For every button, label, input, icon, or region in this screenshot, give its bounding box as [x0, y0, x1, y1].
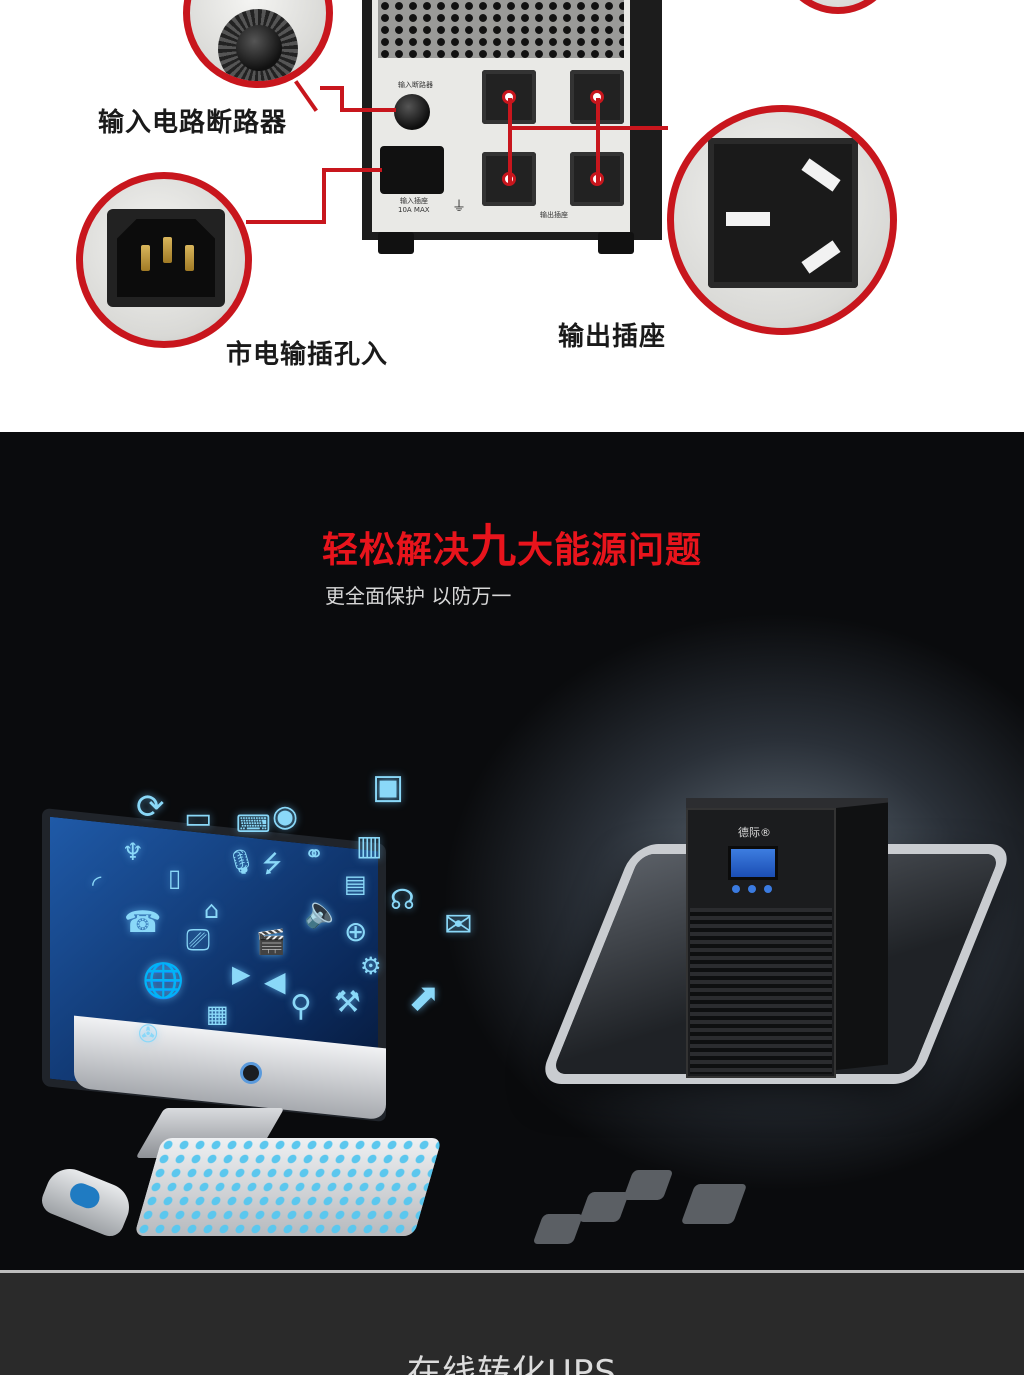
zoom-ac-inlet — [76, 172, 252, 348]
gear-icon: ⚙ — [360, 952, 382, 980]
leader-outlet-a — [508, 98, 512, 184]
label-output-socket: 输出插座 — [558, 322, 667, 352]
mail-icon: ✉ — [444, 905, 473, 945]
zoom-output-socket — [667, 105, 897, 335]
subline: 更全面保护 以防万一 — [325, 584, 512, 608]
ground-icon: ⏚ — [452, 199, 466, 215]
leader-breaker-b — [340, 86, 344, 110]
leader-outlet-b — [596, 98, 600, 184]
rear-ac-inlet — [380, 146, 444, 194]
search-icon: ⚲ — [290, 989, 312, 1024]
leader-outlet-c — [508, 126, 668, 130]
leader-breaker-c — [340, 108, 396, 112]
speaker-icon: 🔈 — [304, 895, 342, 930]
rear-panel-section: 输入断路器 输入插座 10A MAX 输出插座 ⏚ 输入电路断路器 市电输插孔入… — [0, 0, 1024, 432]
play-icon: ◀ — [264, 965, 286, 998]
ups-button-2 — [748, 885, 756, 893]
zoom-breaker-knob — [183, 0, 333, 88]
breaker-tag: 输入断路器 — [398, 81, 433, 89]
inlet-tag: 输入插座 — [400, 197, 428, 205]
energy-problems-section: 轻松解决九大能源问题 更全面保护 以防万一 德际® ⟳ ▭ ⌨ ◉ ▣ ♆ ▯ … — [0, 432, 1024, 1270]
section-title: 在线转化UPS — [407, 1353, 617, 1375]
leader-inlet-a — [322, 168, 382, 172]
headline: 轻松解决九大能源问题 — [0, 510, 1024, 576]
board-pad — [680, 1184, 748, 1224]
home-icon: ⌂ — [204, 896, 220, 924]
ups-tower-side — [836, 802, 888, 1070]
leader-inlet-c — [246, 220, 326, 224]
board-pad — [622, 1170, 674, 1200]
ups-front-grill — [690, 908, 832, 1074]
network-icon: ⚭ — [304, 840, 325, 868]
leader-inlet-b — [322, 168, 326, 224]
gamepad-icon: ⎚ — [186, 923, 210, 958]
power-icon — [240, 1062, 262, 1084]
label-input-breaker: 输入电路断路器 — [98, 108, 288, 138]
inlet-rating: 10A MAX — [398, 206, 430, 214]
board-pad — [578, 1192, 630, 1222]
play-icon: ▶ — [232, 960, 251, 988]
tools-icon: ⚒ — [334, 985, 361, 1020]
ups-foot-left — [378, 232, 414, 254]
sd-card-icon: ▤ — [344, 870, 367, 898]
globe-icon: 🌐 — [142, 961, 185, 1001]
film-reel-icon: ◉ — [272, 799, 299, 834]
refresh-icon: ⟳ — [136, 787, 165, 827]
headline-emphasis: 九 — [470, 519, 517, 573]
antenna-icon: ♆ — [122, 838, 144, 866]
keyboard-icon: ⌨ — [236, 810, 271, 838]
ups-button-3 — [764, 885, 772, 893]
film-icon: ✇ — [138, 1020, 159, 1048]
headline-post: 大能源问题 — [517, 530, 703, 571]
board-pad — [532, 1214, 584, 1244]
headphones-icon: ☊ — [390, 883, 415, 916]
online-ups-section: 在线转化UPS — [0, 1270, 1024, 1375]
mouse — [37, 1161, 137, 1241]
usb-icon: ⭍ — [262, 850, 282, 878]
ups-button-1 — [732, 885, 740, 893]
keyboard — [133, 1138, 443, 1236]
cellphone-icon: ☎ — [124, 905, 162, 940]
leader-knob — [294, 80, 318, 112]
microphone-icon: 🎙 — [226, 848, 257, 876]
clapper-icon: 🎬 — [256, 928, 286, 956]
equalizer-icon: ▥ — [356, 829, 383, 862]
outlet-tag: 输出插座 — [540, 211, 568, 219]
mobile-icon: ▯ — [168, 864, 182, 892]
calendar-icon: ▦ — [206, 1000, 229, 1028]
ups-brand: 德际® — [738, 826, 771, 839]
ups-lcd-display — [728, 846, 778, 880]
speaker-icon: ▣ — [372, 767, 405, 807]
monitor-icon: ▭ — [184, 801, 213, 836]
ups-foot-right — [598, 232, 634, 254]
headline-pre: 轻松解决 — [321, 530, 470, 571]
ups-rear-vent — [378, 0, 624, 58]
rear-breaker-knob — [394, 94, 430, 130]
leader-breaker-a — [320, 86, 344, 90]
cursor-icon: ⬈ — [408, 975, 440, 1019]
zoom-top-right — [778, 0, 898, 14]
label-mains-inlet: 市电输插孔入 — [226, 340, 389, 370]
wifi-icon: ◜ — [92, 870, 102, 898]
globe-icon: ⊕ — [344, 915, 368, 948]
